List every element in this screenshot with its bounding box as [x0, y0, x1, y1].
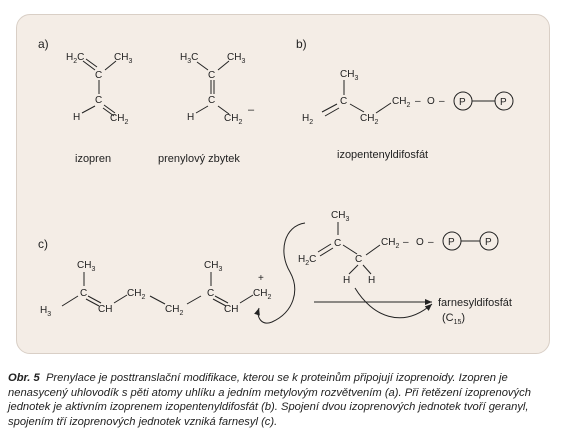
- svg-text:CH2: CH2: [110, 113, 128, 126]
- svg-text:CH3: CH3: [114, 52, 132, 65]
- svg-text:CH: CH: [224, 304, 238, 315]
- figure-panel: [16, 14, 550, 354]
- svg-text:H3C: H3C: [180, 52, 198, 65]
- farnesyl-label: farnesyldifosfát: [438, 297, 512, 309]
- svg-text:C: C: [80, 288, 87, 299]
- svg-text:CH2: CH2: [381, 237, 399, 250]
- svg-text:CH3: CH3: [340, 69, 358, 82]
- part-a-label: a): [38, 37, 49, 51]
- svg-text:CH2: CH2: [360, 113, 378, 126]
- prenyl-structure: H3C CH3 C C H CH2 – prenylový zbytek: [158, 52, 255, 165]
- svg-text:+: +: [258, 273, 264, 284]
- svg-text:H: H: [368, 275, 375, 286]
- elongation-chain: CH3 C H3 CH CH2 CH2 CH3 C CH CH2 +: [40, 222, 306, 324]
- figure-caption: Obr. 5 Prenylace je posttranslační modif…: [8, 371, 556, 429]
- phosphate-icon: [494, 91, 514, 111]
- isoprene-label: izopren: [75, 153, 111, 165]
- svg-text:CH3: CH3: [227, 52, 245, 65]
- ipp-structure-c: CH3 C H2C C H H CH2 – O – P P: [298, 210, 499, 319]
- svg-text:CH2: CH2: [127, 288, 145, 301]
- pp-leaving-arrow: [354, 287, 433, 319]
- attack-arrow: [254, 222, 306, 324]
- svg-text:O: O: [427, 96, 435, 107]
- svg-text:H: H: [73, 112, 80, 123]
- svg-text:CH3: CH3: [331, 210, 349, 223]
- svg-text:P: P: [485, 237, 492, 248]
- svg-text:P: P: [500, 97, 507, 108]
- svg-text:H2C: H2C: [66, 52, 84, 65]
- svg-text:H: H: [187, 112, 194, 123]
- svg-text:CH3: CH3: [204, 260, 222, 273]
- svg-text:CH2: CH2: [165, 304, 183, 317]
- svg-text:–: –: [403, 237, 409, 248]
- svg-text:P: P: [459, 97, 466, 108]
- svg-text:C: C: [208, 70, 215, 81]
- isoprene-structure: H2C CH3 C C H CH2 izopren: [66, 52, 132, 165]
- svg-text:–: –: [428, 237, 434, 248]
- part-b-label: b): [296, 37, 307, 51]
- prenyl-label: prenylový zbytek: [158, 153, 240, 165]
- svg-text:–: –: [439, 96, 445, 107]
- svg-text:C: C: [207, 288, 214, 299]
- ipp-label: izopentenyldifosfát: [337, 149, 428, 161]
- svg-text:CH2: CH2: [392, 96, 410, 109]
- caption-head: Obr. 5: [8, 372, 40, 384]
- svg-text:–: –: [415, 96, 421, 107]
- svg-text:C: C: [95, 95, 102, 106]
- farnesyl-formula: (C15): [442, 312, 465, 326]
- svg-text:H: H: [343, 275, 350, 286]
- svg-text:CH: CH: [98, 304, 112, 315]
- svg-text:O: O: [416, 237, 424, 248]
- svg-text:H3: H3: [40, 305, 51, 318]
- svg-text:C: C: [340, 96, 347, 107]
- svg-text:CH2: CH2: [224, 113, 242, 126]
- svg-text:CH3: CH3: [77, 260, 95, 273]
- svg-text:C: C: [208, 95, 215, 106]
- svg-text:H2: H2: [302, 113, 313, 126]
- part-c-label: c): [38, 237, 48, 251]
- svg-text:CH2: CH2: [253, 288, 271, 301]
- caption-text: Prenylace je posttranslační modifikace, …: [8, 372, 531, 428]
- phosphate-icon: [479, 231, 499, 251]
- svg-text:C: C: [334, 238, 341, 249]
- svg-text:P: P: [448, 237, 455, 248]
- svg-text:C: C: [95, 70, 102, 81]
- svg-text:C: C: [355, 254, 362, 265]
- ipp-structure: CH3 C H2 CH2 CH2 – O – P P izopentenyldi…: [302, 69, 514, 161]
- svg-text:–: –: [248, 104, 255, 116]
- svg-text:H2C: H2C: [298, 254, 316, 267]
